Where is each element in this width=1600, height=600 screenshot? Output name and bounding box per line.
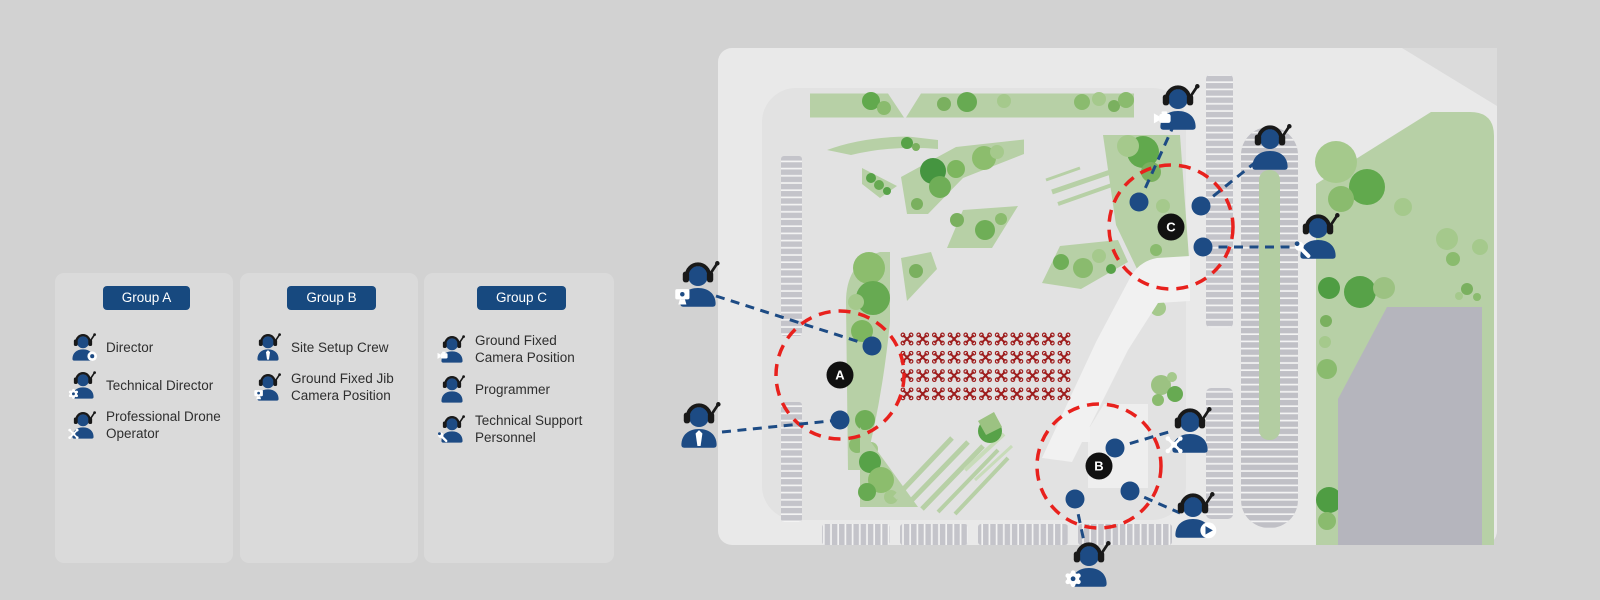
legend-item-ground-fixed-jib-camera-position: Ground Fixed Jib Camera Position [253,370,410,404]
zone-b-ring [1035,402,1163,530]
comm-link [715,294,873,348]
comm-link [1200,159,1258,208]
legend-item-label: Ground Fixed Jib Camera Position [291,371,394,403]
east-park [1315,112,1494,545]
position-dot[interactable] [1193,237,1213,257]
comm-link [1114,429,1173,450]
zone-letter: C [1166,220,1176,235]
legend-item-label: Ground Fixed Camera Position [475,333,575,365]
comm-link [1137,128,1174,203]
top-green-strips [810,92,1134,118]
position-dot[interactable] [1191,196,1211,216]
parking-loop [1241,127,1298,528]
person-headset-icon [437,414,467,444]
person-marker-technical-director[interactable] [1065,539,1113,589]
parking-west-bottom [781,156,1172,545]
person-headset-icon [71,332,98,362]
comm-link [721,418,841,434]
person-headset-icon [68,370,98,400]
zone-b-marker[interactable]: B [1085,452,1113,480]
legend-item-technical-director: Technical Director [68,370,225,400]
legend-item-label: Programmer [475,381,551,397]
legend-item-label: Technical Director [106,377,214,393]
zone-letter: A [835,368,845,383]
position-dot[interactable] [862,336,882,356]
person-headset-icon [68,410,98,440]
legend-item-site-setup-crew: Site Setup Crew [253,332,410,362]
position-dot[interactable] [1105,438,1125,458]
zone-c-marker[interactable]: C [1157,213,1185,241]
parking-strip-east [1206,74,1233,519]
group-b-header[interactable]: Group B [287,286,376,310]
record-badge-icon [87,351,97,361]
map-terrain [718,48,1497,545]
group-c-header[interactable]: Group C [476,286,567,310]
person-headset-icon [256,332,283,362]
legend-item-label: Site Setup Crew [291,339,389,355]
group-a-header[interactable]: Group A [102,286,191,310]
person-marker-site-setup-crew[interactable] [679,400,723,450]
zone-a-marker[interactable]: A [826,361,854,389]
zone-letter: B [1094,459,1103,474]
legend-item-director: Director [68,332,225,362]
zone-c-ring [1107,163,1235,291]
position-dot[interactable] [1120,481,1140,501]
zone-a-ring [774,309,906,441]
legend-item-label: Professional Drone Operator [106,409,221,441]
group-zones: A B C [774,163,1235,530]
position-dot[interactable] [830,410,850,430]
legend-item-professional-drone-operator: Professional Drone Operator [68,408,225,442]
east-building [1338,307,1482,545]
legend-item-programmer: Programmer [437,374,606,404]
person-headset-icon [440,374,467,404]
person-headset-icon [254,372,283,402]
legend-item-label: Director [106,339,154,355]
position-dot[interactable] [1129,192,1149,212]
legend-item-technical-support-personnel: Technical Support Personnel [437,412,606,446]
person-headset-icon [437,334,467,364]
position-dot[interactable] [1065,489,1085,509]
person-marker-ground-fixed-jib-camera[interactable] [675,259,722,309]
camera-badge-icon [437,351,448,359]
position-dots [830,192,1213,509]
play-badge-icon [1200,522,1217,539]
legend-item-label: Technical Support Personnel [475,413,583,445]
legend-item-ground-fixed-camera-position: Ground Fixed Camera Position [437,332,606,366]
